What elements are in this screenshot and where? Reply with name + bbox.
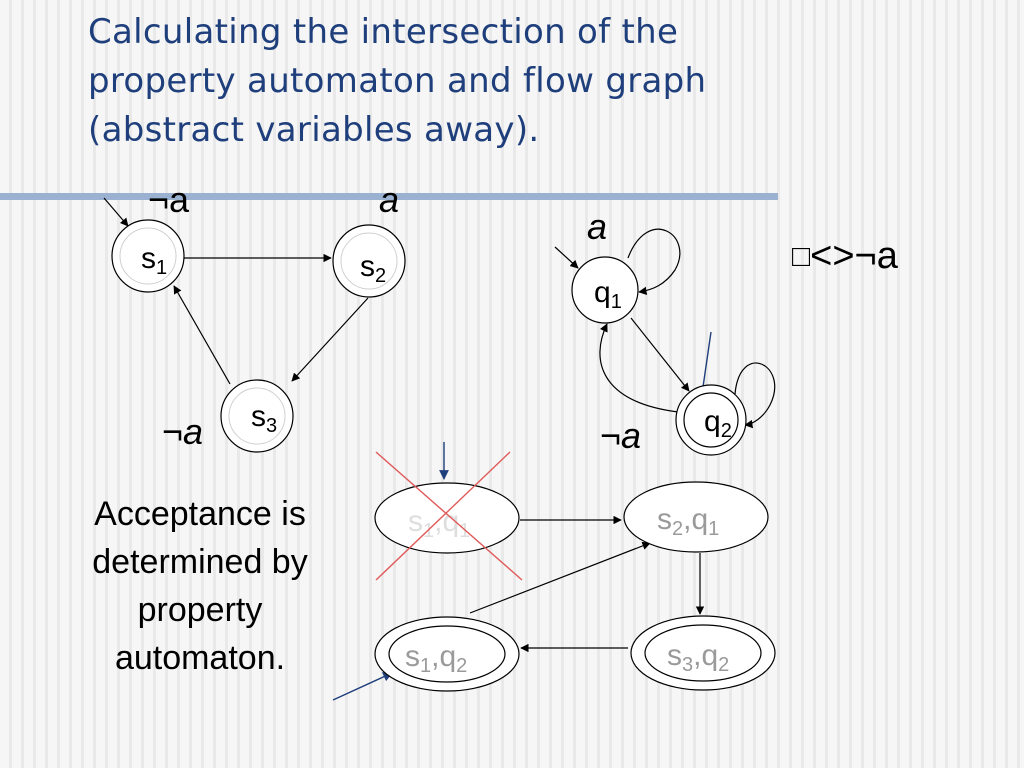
- svg-text:s1,q1: s1,q1: [408, 505, 470, 542]
- note-line-3: property: [137, 591, 263, 629]
- product-node-s1q2: s1,q2: [374, 616, 520, 692]
- ltl-formula: □<>¬a: [792, 235, 899, 277]
- flow-label-s1: ¬a: [148, 179, 190, 220]
- prop-node-q1: q1: [571, 256, 639, 324]
- note-line-2: determined by: [92, 543, 308, 581]
- flow-edge-s2-s3: [291, 297, 369, 382]
- note-line-1: Acceptance is: [94, 495, 306, 533]
- svg-text:q1: q1: [594, 276, 622, 313]
- title-line-1: Calculating the intersection of the: [88, 12, 679, 52]
- prop-label-loop-q1: a: [587, 206, 607, 247]
- acceptance-note: Acceptance is determined by property aut…: [60, 490, 340, 682]
- flow-label-s2: a: [379, 179, 399, 220]
- title-divider: [0, 193, 778, 200]
- cross-out-line-1: [375, 451, 523, 581]
- product-initial-arrow-s1q2: [332, 672, 393, 701]
- flow-initial-arrow: [103, 197, 129, 227]
- product-node-s3q2: s3,q2: [630, 615, 776, 691]
- prop-label-q2-q1: ¬a: [600, 415, 641, 456]
- flow-label-s3: ¬a: [162, 411, 203, 452]
- ltl-box-glyph: □: [792, 240, 811, 273]
- title-line-3: (abstract variables away).: [88, 110, 540, 150]
- prop-edge-q2-q1: [599, 323, 679, 413]
- prop-initial-arrow: [554, 246, 579, 269]
- svg-text:s1: s1: [141, 242, 167, 279]
- slide-title: Calculating the intersection of the prop…: [88, 8, 988, 155]
- prop-edge-q1-q2: [630, 317, 690, 392]
- prop-edge-q1-q1: [627, 228, 681, 295]
- flow-node-s1: s1: [111, 219, 185, 293]
- flow-edge-s3-s1: [173, 285, 231, 385]
- flow-node-s3: s3: [220, 379, 294, 453]
- flow-node-s2: s2: [332, 224, 406, 298]
- prop-node-q2: q2: [675, 384, 747, 456]
- svg-text:s3: s3: [251, 400, 277, 437]
- property-automaton: q1 q2 a ¬a □<>¬a: [554, 206, 899, 456]
- svg-text:q2: q2: [704, 405, 732, 442]
- flow-graph: s1 s2 s3 ¬a a ¬a: [103, 179, 406, 453]
- prop-edge-q2-q2: [734, 362, 776, 429]
- product-node-s1q1: s1,q1: [374, 451, 523, 581]
- product-edge-s1q2-s2q1: [469, 541, 651, 614]
- title-line-2: property automaton and flow graph: [88, 61, 707, 101]
- product-node-s2q1: s2,q1: [623, 481, 769, 553]
- note-line-4: automaton.: [114, 639, 286, 677]
- cross-out-line-2: [375, 451, 511, 581]
- prop-accept-marker: [702, 331, 712, 388]
- product-automaton: s1,q1 s2,q1 s3,q2 s1,q2: [332, 442, 776, 701]
- svg-text:s2: s2: [360, 250, 386, 287]
- ltl-formula-text: <>¬a: [810, 235, 899, 277]
